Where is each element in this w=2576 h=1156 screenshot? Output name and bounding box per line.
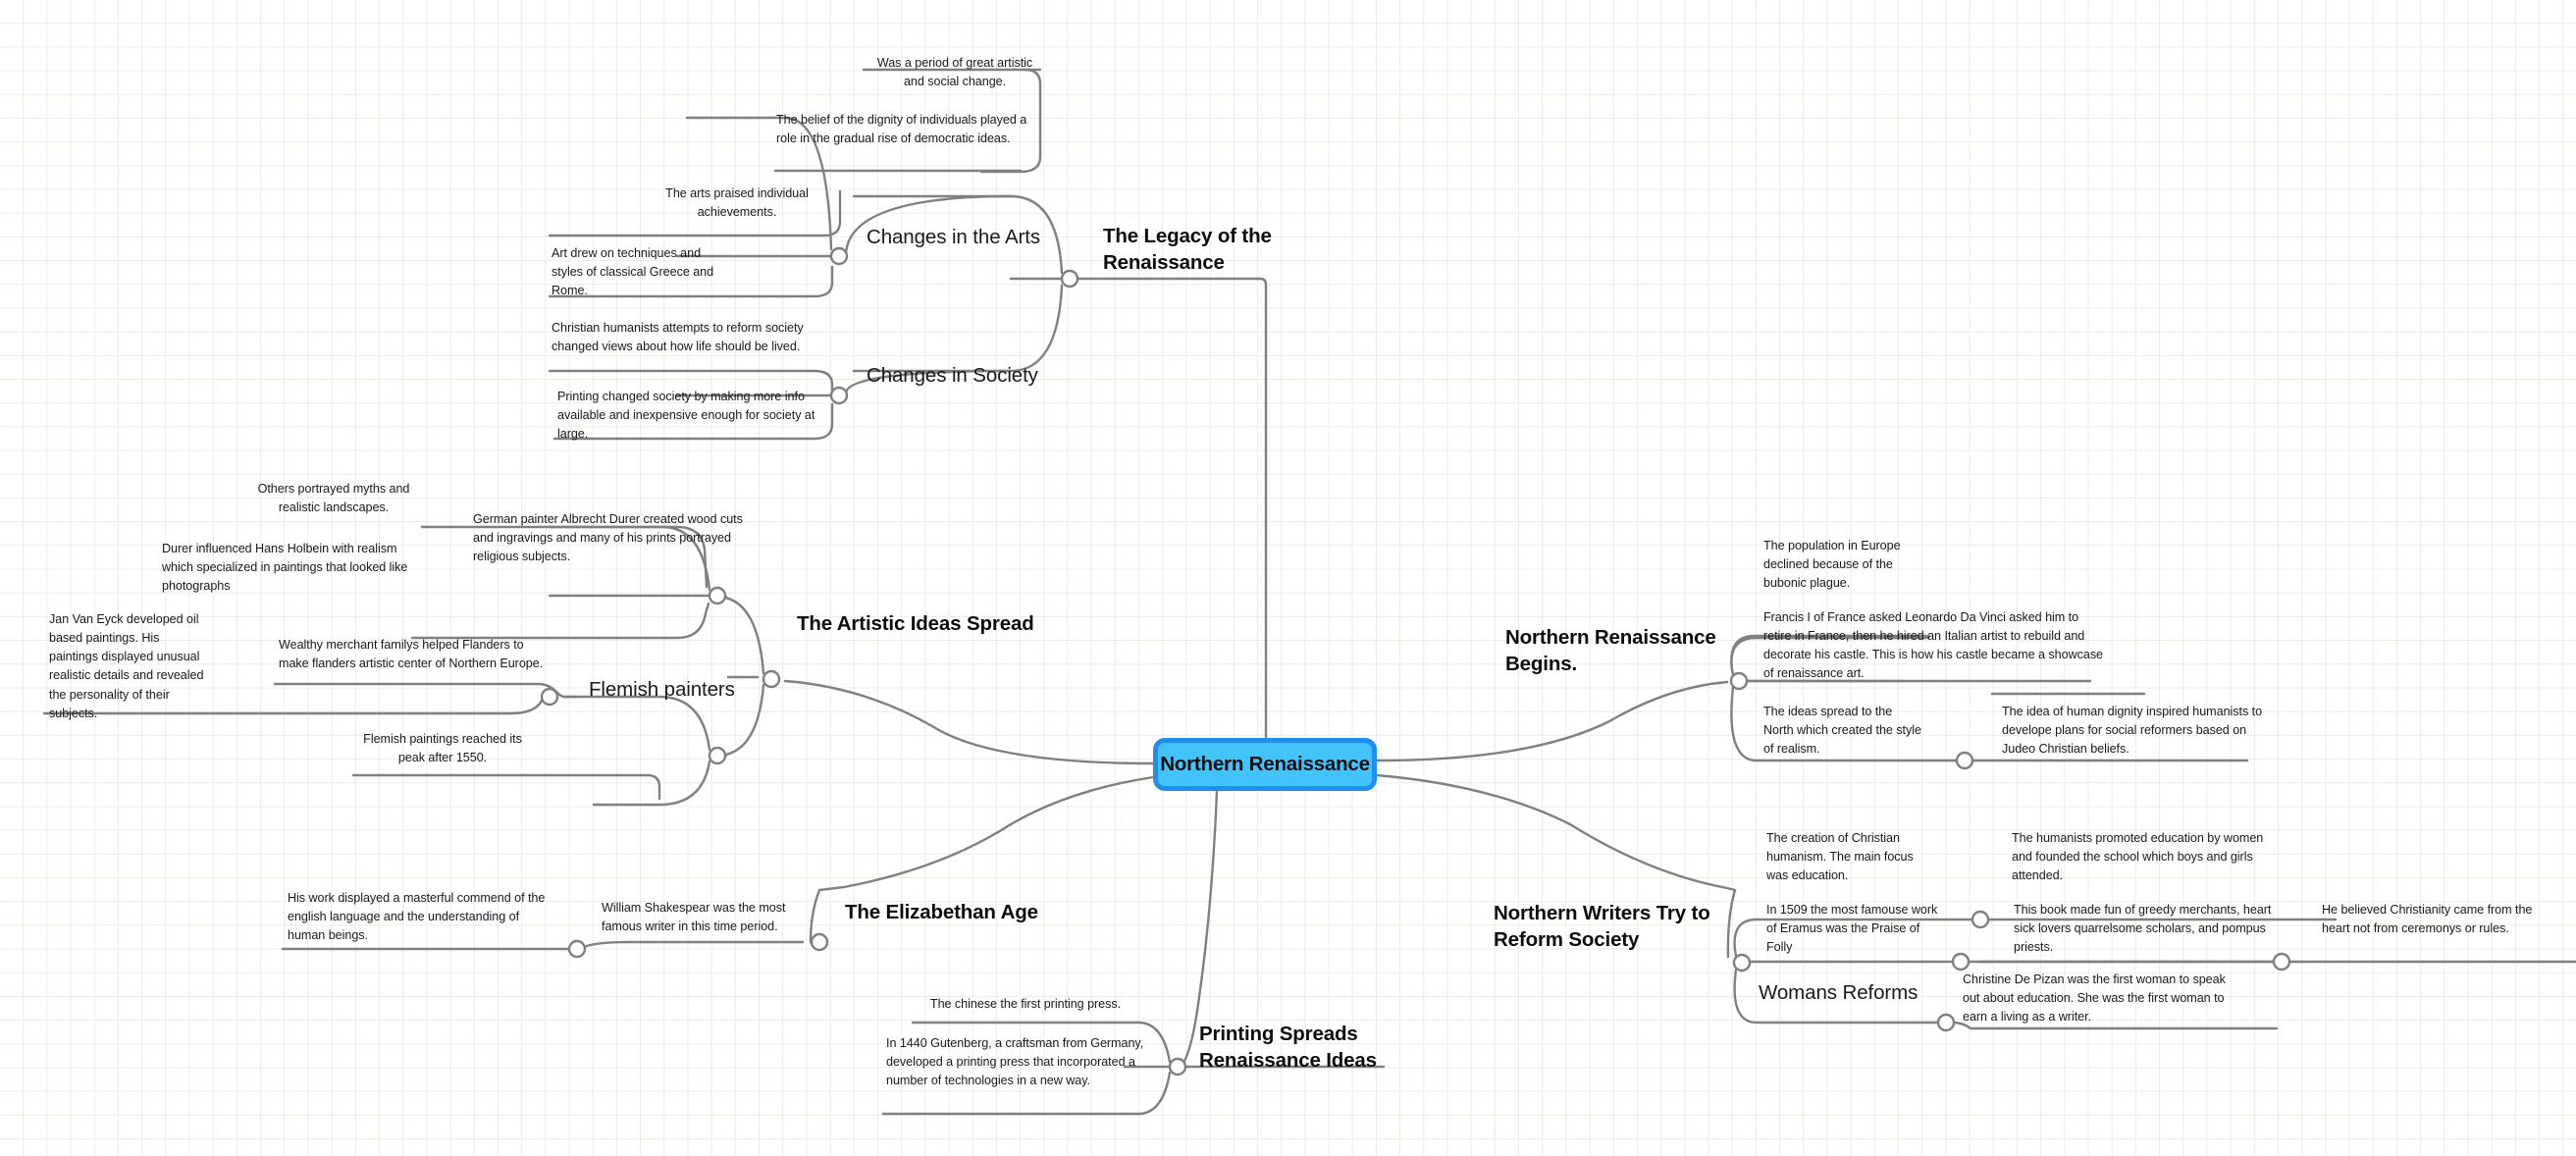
note-myths-landscapes[interactable]: Others portrayed myths and realistic lan… [257,482,410,515]
subtitle-flemish-painters[interactable]: Flemish painters [589,678,735,701]
note-chinese-printing-press[interactable]: The chinese the first printing press. [929,997,1122,1011]
root-node[interactable]: Northern Renaissance [1153,738,1377,791]
branch-title-artistic-ideas[interactable]: The Artistic Ideas Spread [797,612,1034,635]
note-christianity-from-heart[interactable]: He believed Christianity came from the h… [2322,903,2533,936]
note-human-dignity-humanists[interactable]: The idea of human dignity inspired human… [2002,705,2263,757]
note-shakespeare[interactable]: William Shakespear was the most famous w… [602,901,786,934]
hub-elizabethan [810,932,829,952]
subtitle-changes-in-the-arts[interactable]: Changes in the Arts [867,226,1041,248]
note-gutenberg[interactable]: In 1440 Gutenberg, a craftsman from Germ… [886,1036,1144,1088]
hub-changes-society [829,386,849,405]
note-printing-changed-society[interactable]: Printing changed society by making more … [557,390,815,442]
subtitle-womans-reforms[interactable]: Womans Reforms [1759,981,1919,1004]
note-christian-humanism-education[interactable]: The creation of Christian humanism. The … [1766,831,1914,883]
hub-nr-begins [1729,671,1749,691]
branch-title-nr-begins[interactable]: Northern Renaissance Begins. [1505,626,1716,676]
note-jan-van-eyck[interactable]: Jan Van Eyck developed oil based paintin… [49,612,204,720]
root-label: Northern Renaissance [1160,753,1370,775]
hub-flemish [708,746,727,765]
note-masterful-command-english[interactable]: His work displayed a masterful commend o… [288,891,546,943]
branch-title-writers-reform[interactable]: Northern Writers Try to Reform Society [1494,902,1710,952]
hub-printing [1168,1057,1187,1077]
note-durer-holbein[interactable]: Durer influenced Hans Holbein with reali… [162,542,408,594]
note-classical-greece-rome[interactable]: Art drew on techniques and styles of cla… [552,246,714,298]
note-ideas-spread-realism[interactable]: The ideas spread to the North which crea… [1763,705,1921,757]
hub-wealthy-merchant [540,687,559,707]
hub-christian-humanism [1971,910,1990,929]
hub-shakespeare [567,939,587,959]
branch-title-printing[interactable]: Printing Spreads Renaissance Ideas [1199,1023,1377,1073]
hub-changes-arts [829,246,849,266]
branch-title-legacy[interactable]: The Legacy of the Renaissance [1103,223,1319,276]
hub-erasmus [1951,952,1971,972]
hub-womans-reforms [1936,1013,1956,1032]
note-christine-de-pizan[interactable]: Christine De Pizan was the first woman t… [1963,972,2226,1025]
note-humanists-promoted-education[interactable]: The humanists promoted education by wome… [2012,831,2264,883]
branch-title-elizabethan[interactable]: The Elizabethan Age [845,901,1038,923]
hub-legacy [1060,269,1079,289]
note-great-artistic-change[interactable]: Was a period of great artistic and socia… [876,56,1033,89]
note-flemish-peak-1550[interactable]: Flemish paintings reached its peak after… [363,732,522,765]
note-wealthy-merchant-families[interactable]: Wealthy merchant familys helped Flanders… [279,638,544,671]
branch-label-legacy: The Legacy of the Renaissance [1103,225,1272,275]
hub-writers-reform [1732,953,1752,972]
hub-realism [1955,751,1974,770]
note-francis-i-leonardo[interactable]: Francis I of France asked Leonardo Da Vi… [1763,610,2104,681]
hub-durer [708,586,727,605]
note-christian-humanists-reform[interactable]: Christian humanists attempts to reform s… [552,321,804,354]
subtitle-changes-in-society[interactable]: Changes in Society [867,364,1038,387]
note-book-greedy-merchants[interactable]: This book made fun of greedy merchants, … [2014,903,2272,955]
note-arts-praised[interactable]: The arts praised individual achievements… [665,186,809,220]
note-erasmus-praise-of-folly[interactable]: In 1509 the most famouse work of Eramus … [1766,903,1938,955]
note-bubonic-plague[interactable]: The population in Europe declined becaus… [1763,539,1901,591]
note-dignity-democratic[interactable]: The belief of the dignity of individuals… [776,113,1027,146]
note-albrecht-durer[interactable]: German painter Albrecht Durer created wo… [473,512,743,564]
